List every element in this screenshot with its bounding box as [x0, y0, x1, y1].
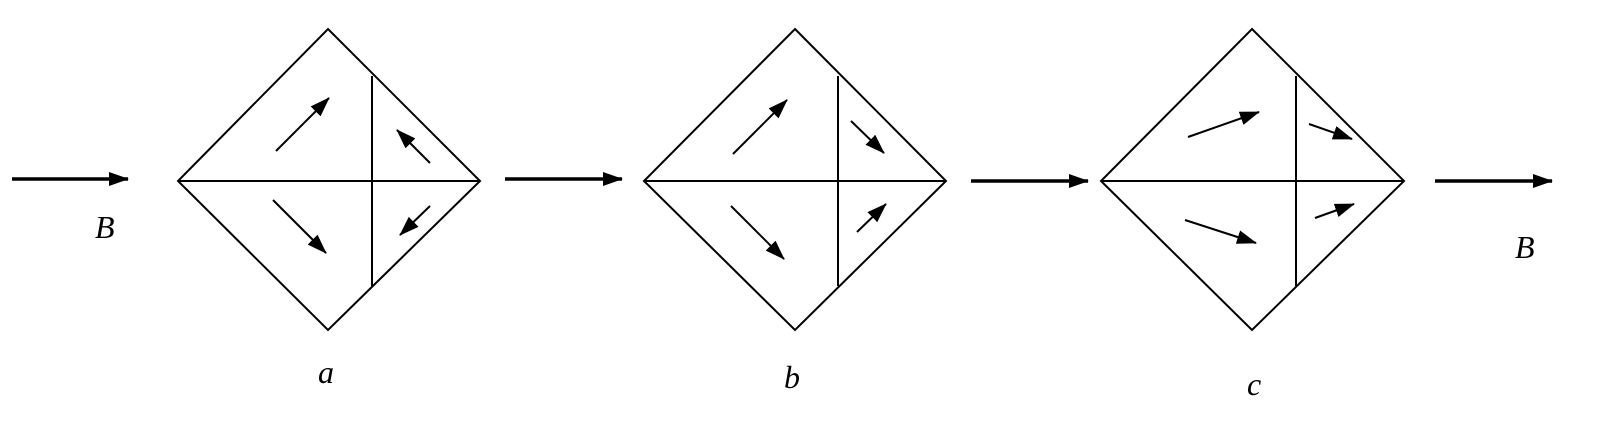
domain-arrow [850, 120, 885, 154]
panel-c [1099, 27, 1406, 332]
field-label-in: B [95, 209, 115, 245]
panel-b [642, 27, 948, 332]
domain-arrow [399, 205, 431, 236]
field-label-out: B [1515, 229, 1535, 265]
panel-a [176, 27, 482, 332]
domain-arrow [732, 99, 788, 155]
panel-label-c: c [1247, 366, 1261, 402]
panel-label-a: a [318, 354, 334, 390]
domain-arrow [856, 203, 887, 233]
panel-label-b: b [784, 359, 800, 395]
domain-arrow [1314, 203, 1355, 219]
domain-arrow [730, 205, 785, 260]
domain-arrow [1308, 123, 1353, 140]
domain-arrow [275, 97, 330, 152]
domain-arrow [1184, 219, 1257, 244]
domain-arrow [1187, 111, 1260, 138]
domain-arrow [396, 129, 431, 164]
domain-arrow [272, 199, 327, 254]
